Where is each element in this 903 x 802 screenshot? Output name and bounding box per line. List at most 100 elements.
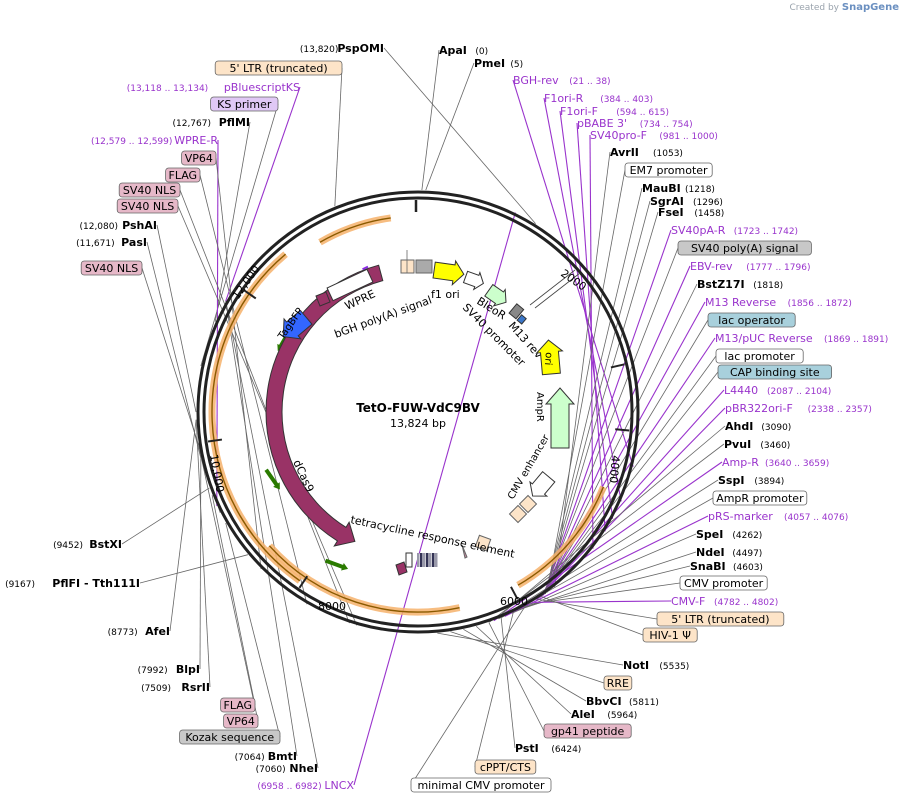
- right-label-32[interactable]: 5' LTR (truncated): [656, 611, 785, 627]
- label-position: (594 .. 615): [616, 108, 669, 118]
- bottom-label-3[interactable]: AleI(5964): [571, 708, 637, 721]
- bottom-label-0[interactable]: NotI(5535): [623, 659, 689, 672]
- bottom-label-4[interactable]: gp41 peptide: [543, 723, 632, 739]
- top-label-1[interactable]: PmeI(5): [474, 57, 523, 70]
- bottom-label-6[interactable]: cPPT/CTS: [474, 759, 537, 775]
- left-label-17[interactable]: RsrII(7509): [141, 681, 210, 694]
- right-label-11[interactable]: SV40 poly(A) signal: [677, 240, 812, 256]
- left-label-1[interactable]: 5' LTR (truncated): [214, 60, 343, 76]
- right-label-4[interactable]: SV40pro-F(981 .. 1000): [590, 129, 718, 142]
- left-label-19[interactable]: VP64: [223, 713, 259, 729]
- bottom-leader-5: [500, 617, 516, 749]
- left-label-13[interactable]: BstXI(9452): [53, 538, 122, 551]
- label-position: (6424): [551, 745, 581, 755]
- right-label-10[interactable]: SV40pA-R(1723 .. 1742): [671, 224, 798, 237]
- right-label-20[interactable]: pBR322ori-F(2338 .. 2357): [725, 402, 872, 415]
- lac-site: [516, 314, 527, 325]
- left-label-22[interactable]: NheI(7060): [256, 762, 318, 775]
- right-label-24[interactable]: SspI(3894): [718, 474, 784, 487]
- box-text: gp41 peptide: [551, 725, 625, 738]
- right-label-6[interactable]: EM7 promoter: [624, 162, 713, 178]
- left-leader-13: [121, 487, 210, 545]
- right-label-31[interactable]: CMV-F(4782 .. 4802): [671, 595, 778, 608]
- left-label-14[interactable]: PflFI - Tth111I(9167): [5, 577, 140, 590]
- right-label-23[interactable]: Amp-R(3640 .. 3659): [722, 456, 829, 469]
- left-label-3[interactable]: KS primer: [210, 96, 279, 112]
- left-label-15[interactable]: AfeI(8773): [108, 625, 170, 638]
- label-name: AhdI: [725, 420, 753, 433]
- right-label-27[interactable]: SpeI(4262): [696, 528, 762, 541]
- right-label-8[interactable]: SgrAI(1296): [650, 195, 723, 208]
- left-label-20[interactable]: Kozak sequence: [179, 729, 281, 745]
- left-label-23[interactable]: LNCX(6958 .. 6982): [257, 779, 354, 792]
- right-label-16[interactable]: M13/pUC Reverse(1869 .. 1891): [715, 332, 888, 345]
- left-label-7[interactable]: FLAG: [165, 167, 201, 183]
- right-label-13[interactable]: BstZ17I(1818): [697, 278, 783, 291]
- tick-mark: [298, 575, 309, 589]
- feature-box: [410, 777, 552, 793]
- right-label-30[interactable]: CMV promoter: [679, 575, 768, 591]
- right-label-15[interactable]: lac operator: [707, 312, 796, 328]
- left-label-8[interactable]: SV40 NLS: [118, 182, 181, 198]
- left-label-12[interactable]: SV40 NLS: [80, 260, 143, 276]
- feature-box: [624, 162, 713, 178]
- right-label-2[interactable]: F1ori-F(594 .. 615): [560, 105, 669, 118]
- left-label-11[interactable]: PasI(11,671): [76, 236, 147, 249]
- snapgene-logo: SnapGene: [841, 2, 899, 13]
- minimal-cmv-site: [405, 552, 413, 568]
- right-label-18[interactable]: CAP binding site: [717, 364, 832, 380]
- bottom-label-2[interactable]: BbvCI(5811): [586, 695, 659, 708]
- right-label-7[interactable]: MauBI(1218): [642, 182, 715, 195]
- f1-ori-label: f1 ori: [431, 288, 460, 301]
- left-label-4[interactable]: PflMI(12,767): [172, 116, 250, 129]
- left-label-10[interactable]: PshAI(12,080): [79, 219, 157, 232]
- nls-segment: [315, 291, 331, 307]
- left-label-9[interactable]: SV40 NLS: [116, 198, 179, 214]
- right-label-14[interactable]: M13 Reverse(1856 .. 1872): [705, 296, 852, 309]
- feature-box: [116, 198, 179, 214]
- left-label-0[interactable]: PspOMI(13,820): [300, 42, 384, 55]
- left-leader-3: [200, 103, 279, 366]
- right-label-0[interactable]: BGH-rev(21 .. 38): [513, 74, 611, 87]
- top-label-0[interactable]: ApaI(0): [439, 44, 488, 57]
- right-label-17[interactable]: lac promoter: [715, 348, 804, 364]
- bottom-label-5[interactable]: PstI(6424): [515, 742, 581, 755]
- left-label-16[interactable]: BlpI(7992): [138, 663, 200, 676]
- right-label-25[interactable]: AmpR promoter: [712, 490, 808, 506]
- right-label-19[interactable]: L4440(2087 .. 2104): [724, 384, 831, 397]
- right-label-29[interactable]: SnaBI(4603): [690, 560, 763, 573]
- bottom-label-7[interactable]: minimal CMV promoter: [410, 777, 552, 793]
- bgh-site: [415, 259, 433, 274]
- label-position: (1218): [685, 185, 715, 195]
- right-label-21[interactable]: AhdI(3090): [725, 420, 791, 433]
- right-label-22[interactable]: PvuI(3460): [724, 438, 790, 451]
- right-label-1[interactable]: F1ori-R(384 .. 403): [544, 92, 653, 105]
- left-label-6[interactable]: VP64: [181, 150, 217, 166]
- label-name: SV40pro-F: [590, 129, 647, 142]
- right-label-12[interactable]: EBV-rev(1777 .. 1796): [690, 260, 810, 273]
- left-label-5[interactable]: WPRE-R(12,579 .. 12,599): [91, 134, 218, 147]
- right-leader-11: [542, 247, 679, 596]
- right-label-33[interactable]: HIV-1 Ψ: [642, 627, 698, 643]
- right-label-28[interactable]: NdeI(4497): [696, 546, 762, 559]
- feature-box: [181, 150, 217, 166]
- right-leader-33: [541, 596, 644, 636]
- right-label-5[interactable]: AvrII(1053): [610, 146, 683, 159]
- label-name: BbvCI: [586, 695, 622, 708]
- left-label-2[interactable]: pBluescriptKS(13,118 .. 13,134): [127, 81, 300, 94]
- label-name: Amp-R: [722, 456, 759, 469]
- left-leader-14: [139, 554, 249, 584]
- left-label-21[interactable]: BmtI(7064): [235, 750, 297, 763]
- tre-repeat: [417, 553, 420, 567]
- label-position: (4782 .. 4802): [714, 598, 778, 608]
- left-leader-23: [353, 212, 516, 786]
- label-position: (7509): [141, 684, 171, 694]
- left-label-18[interactable]: FLAG: [220, 697, 256, 713]
- right-label-3[interactable]: pBABE 3'(734 .. 754): [577, 117, 693, 130]
- bottom-label-1[interactable]: RRE: [603, 675, 633, 691]
- label-position: (4603): [733, 563, 763, 573]
- right-label-9[interactable]: FseI(1458): [658, 206, 724, 219]
- right-label-26[interactable]: pRS-marker(4057 .. 4076): [708, 510, 848, 523]
- label-position: (7064): [235, 753, 265, 763]
